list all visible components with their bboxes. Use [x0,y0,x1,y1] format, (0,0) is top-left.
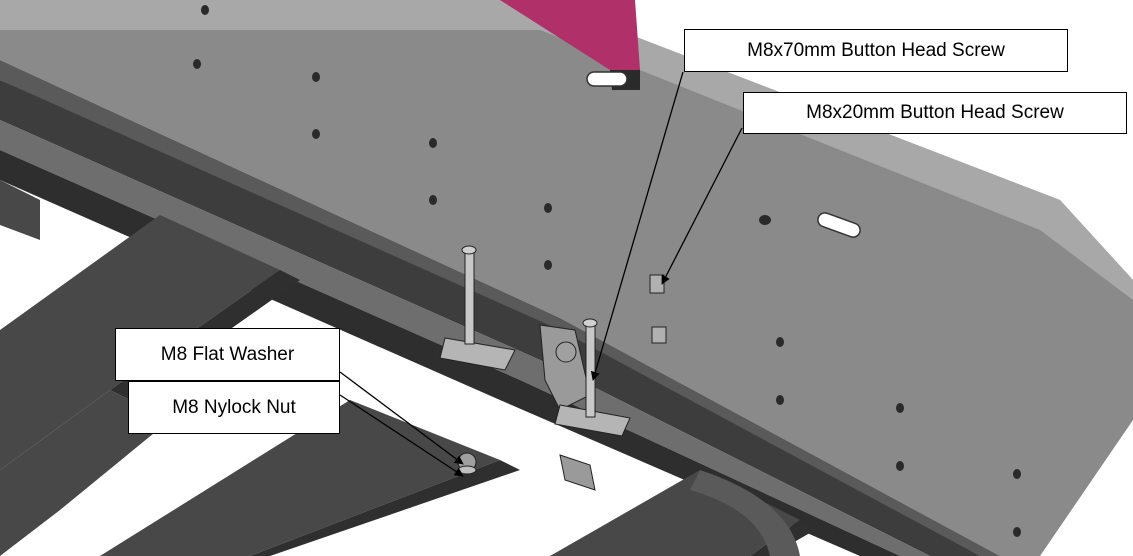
leader-washer [339,371,464,465]
slot-2 [817,212,861,238]
flat-washer [457,465,477,475]
screw-20mm-2 [651,326,667,344]
screw-20mm-1 [649,274,665,294]
callout-flat-washer: M8 Flat Washer [115,328,340,381]
callout-m8x20-screw: M8x20mm Button Head Screw [743,92,1127,134]
washer-plate-2 [554,404,631,437]
washer-plate-1 [439,337,516,371]
upper-panel-top-face [0,0,1133,300]
screw-70mm-2 [585,324,596,418]
frame-rail [0,80,980,556]
panel-holes [193,5,1021,537]
slot-1 [586,71,628,87]
leader-m8x20 [661,127,743,285]
pink-rail [500,0,640,70]
nut [555,341,577,363]
screw-70mm-1 [464,251,475,345]
callout-nylock-nut: M8 Nylock Nut [128,381,340,434]
leader-nut [339,394,464,477]
leader-m8x70 [590,71,684,381]
callout-m8x70-screw: M8x70mm Button Head Screw [684,29,1068,72]
bracket [539,324,591,411]
